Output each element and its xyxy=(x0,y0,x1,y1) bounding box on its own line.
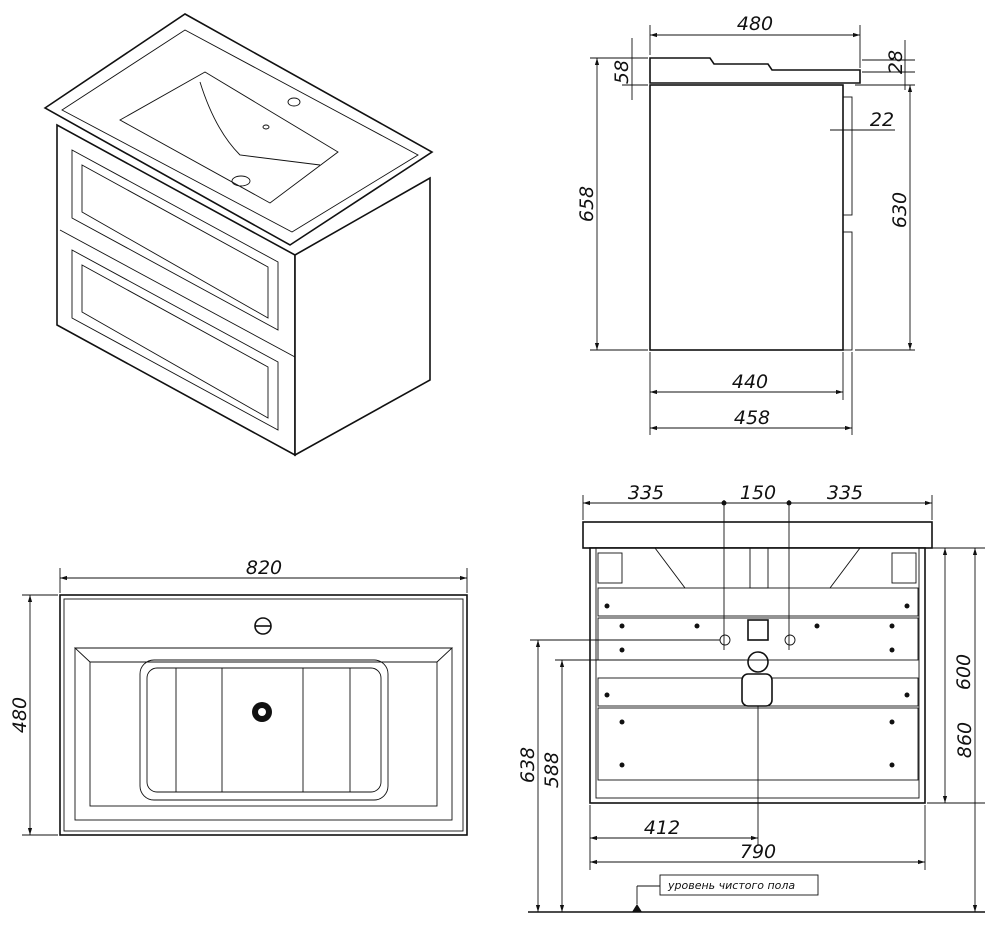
dim-335-right: 335 xyxy=(827,482,863,504)
siphon-icon xyxy=(747,651,769,673)
dim-440: 440 xyxy=(732,371,768,393)
side-view: 480 58 28 22 658 630 440 458 xyxy=(576,13,915,435)
dim-335-left: 335 xyxy=(628,482,664,504)
dim-58: 58 xyxy=(611,60,633,84)
dim-28: 28 xyxy=(885,50,907,74)
top-view: 820 480 xyxy=(9,557,468,836)
dim-790: 790 xyxy=(740,841,776,863)
dim-630: 630 xyxy=(889,192,911,228)
floor-level-label: уровень чистого пола xyxy=(667,879,795,892)
dim-588: 588 xyxy=(541,752,563,788)
dim-658: 658 xyxy=(576,186,598,222)
dim-22: 22 xyxy=(870,109,894,131)
dim-150: 150 xyxy=(740,482,776,504)
dim-638: 638 xyxy=(517,747,539,783)
dim-820: 820 xyxy=(246,557,282,579)
dim-458: 458 xyxy=(734,407,770,429)
dim-480: 480 xyxy=(737,13,773,35)
dim-600: 600 xyxy=(953,654,975,690)
dim-480-top: 480 xyxy=(9,697,31,733)
isometric-view xyxy=(43,13,434,457)
dim-412: 412 xyxy=(644,817,680,839)
front-view: 335 150 335 600 860 638 588 412 790 уров… xyxy=(517,482,985,913)
dim-860: 860 xyxy=(954,722,976,758)
